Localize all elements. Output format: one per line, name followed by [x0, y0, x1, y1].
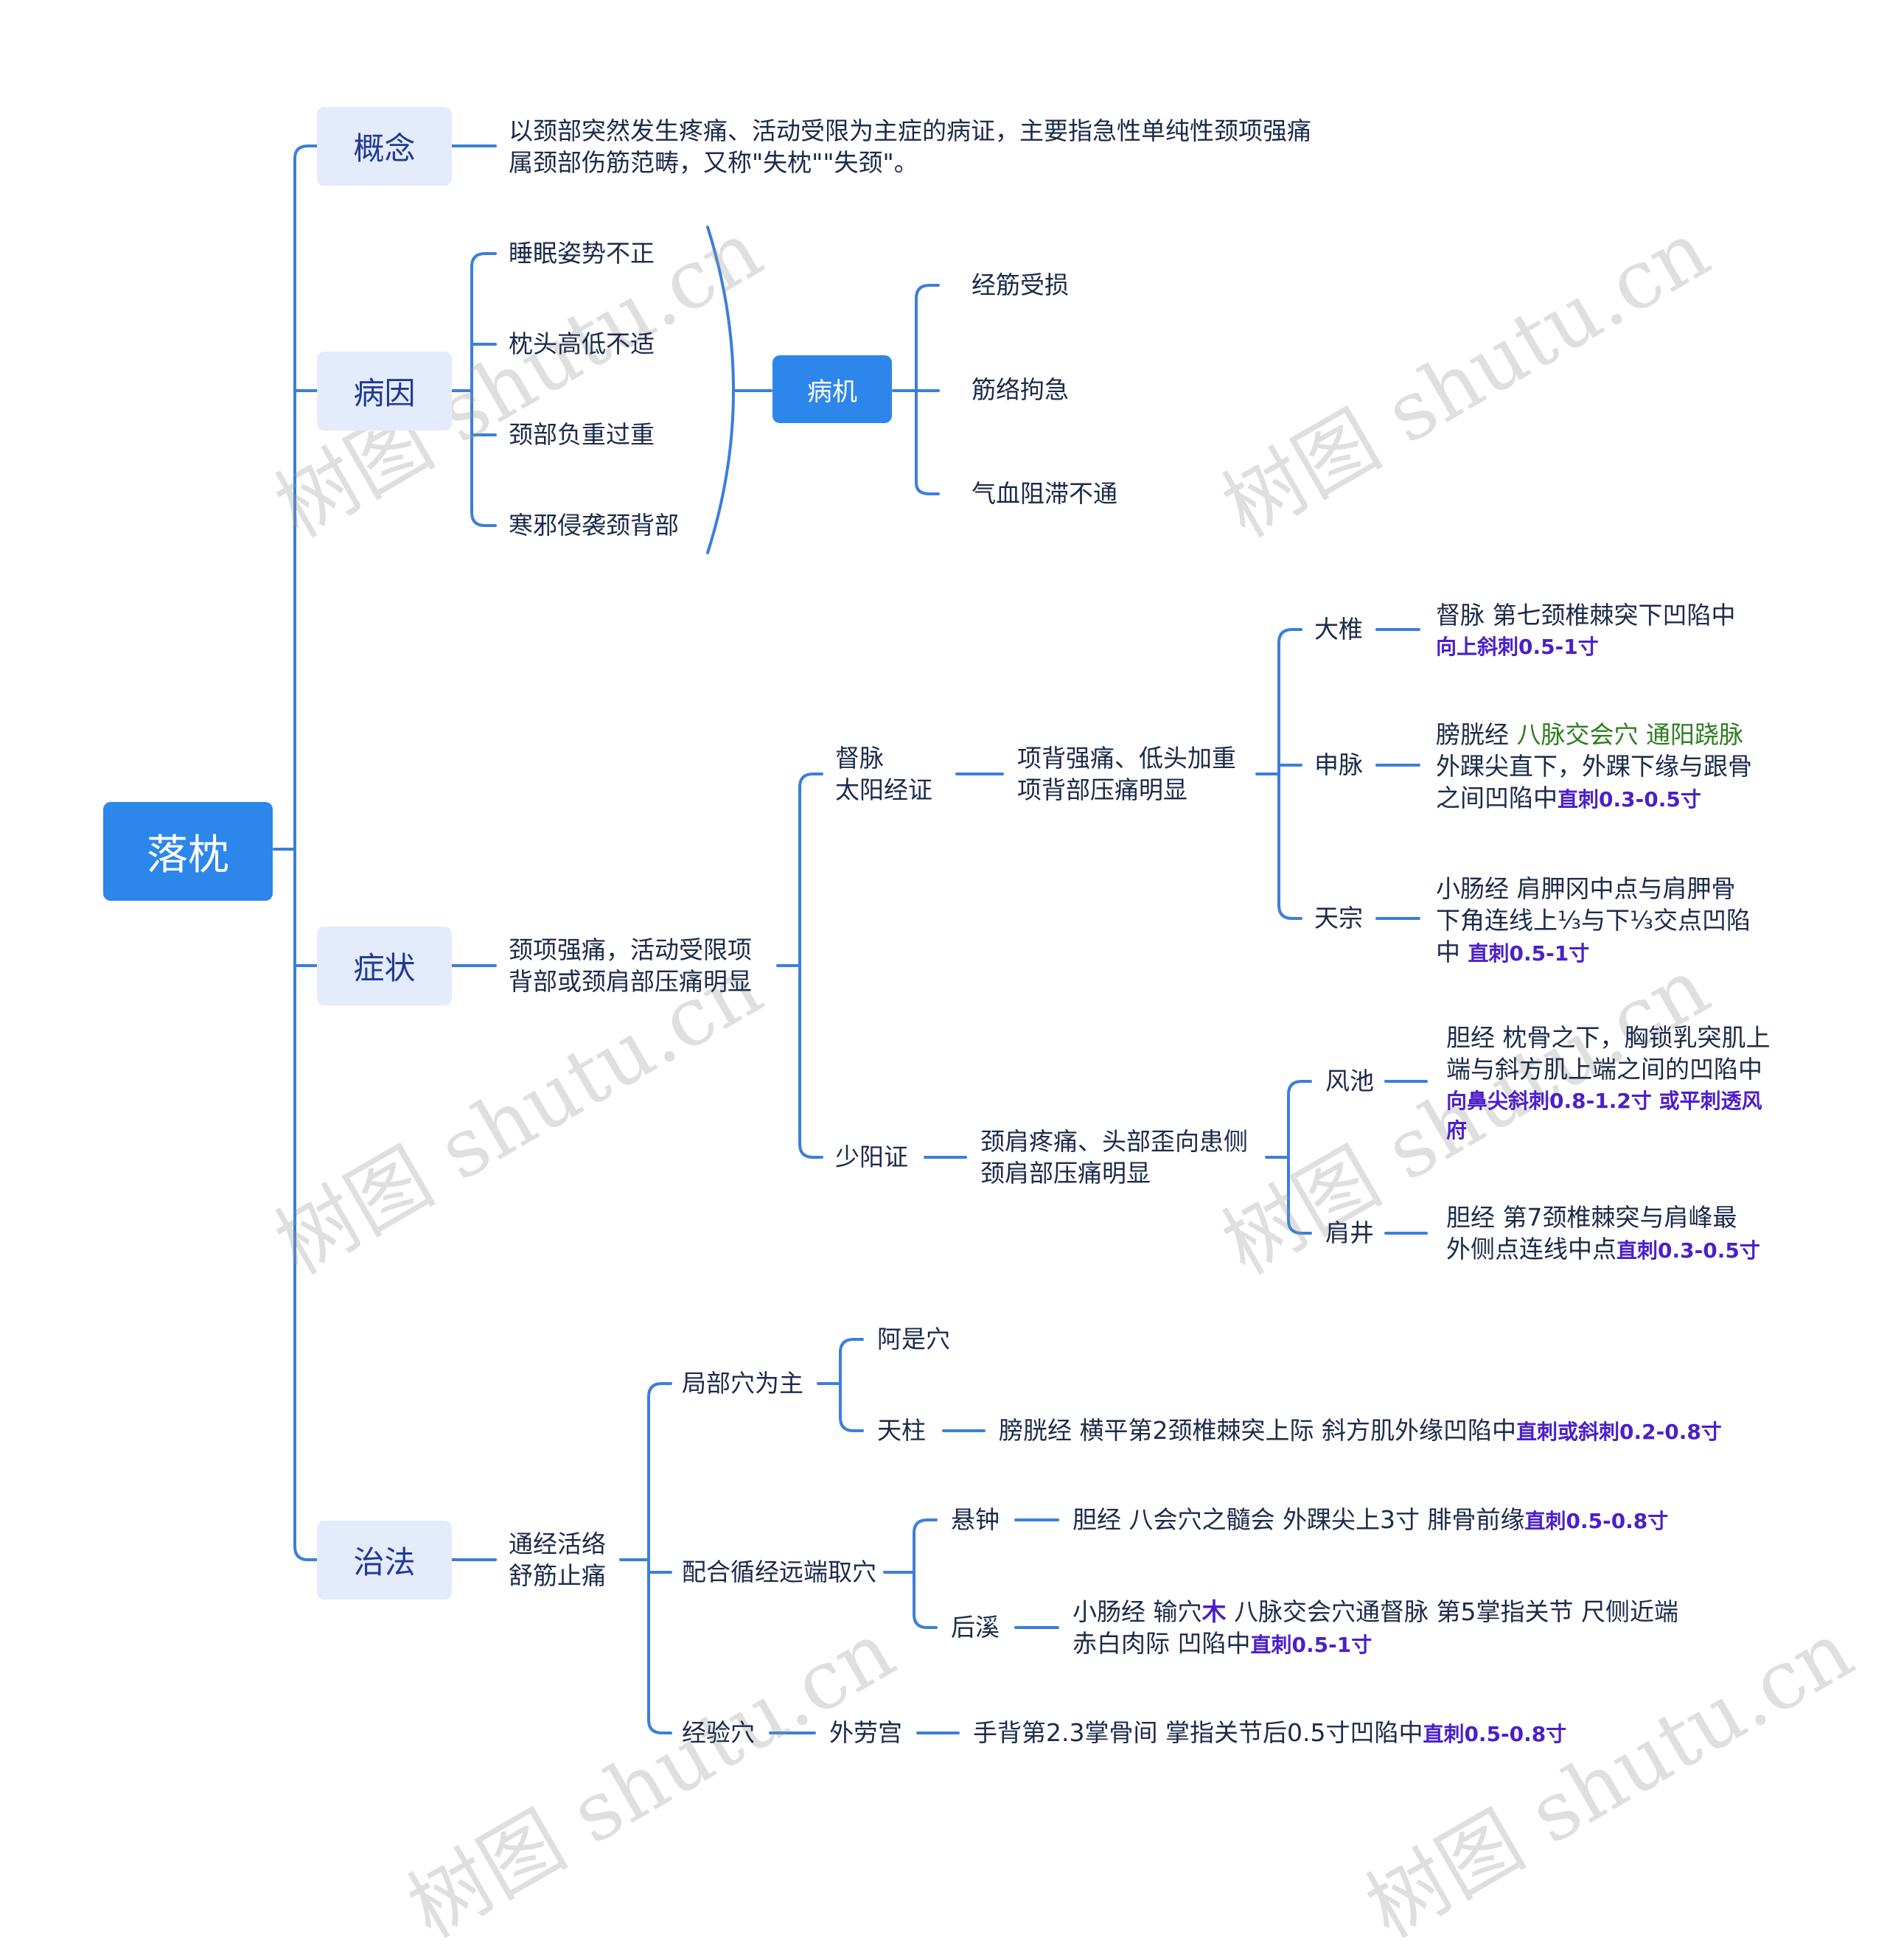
- houxi-line1: 小肠经 输穴木 八脉交会穴通督脉 第5掌指关节 尺侧近端: [1072, 1596, 1678, 1628]
- xuanzhong-desc: 胆经 八会穴之髓会 外踝尖上3寸 腓骨前缘直刺0.5-0.8寸: [1072, 1504, 1668, 1537]
- tianzong-line1: 小肠经 肩胛冈中点与肩胛骨: [1436, 874, 1736, 903]
- tianzong-line3: 中 直刺0.5-1寸: [1436, 936, 1589, 969]
- node-symptom[interactable]: 症状: [317, 927, 452, 1005]
- tianzhu-location: 膀胱经 横平第2颈椎棘突上际 斜方肌外缘凹陷中: [999, 1416, 1516, 1445]
- dazhui-method: 向上斜刺0.5-1寸: [1436, 635, 1599, 659]
- point-tianzhu[interactable]: 天柱: [877, 1416, 926, 1445]
- point-fengchi[interactable]: 风池: [1325, 1067, 1374, 1095]
- tianzhu-desc: 膀胱经 横平第2颈椎棘突上际 斜方肌外缘凹陷中直刺或斜刺0.2-0.8寸: [999, 1415, 1722, 1448]
- cause-item[interactable]: 颈部负重过重: [509, 420, 655, 449]
- tianzong-location: 中: [1436, 938, 1468, 966]
- cause-item[interactable]: 枕头高低不适: [509, 329, 655, 358]
- tianzong-method: 直刺0.5-1寸: [1468, 941, 1590, 966]
- shenmai-method: 直刺0.3-0.5寸: [1558, 787, 1701, 812]
- houxi-method: 直刺0.5-1寸: [1250, 1633, 1372, 1657]
- pathogenesis-item[interactable]: 筋络拘急: [972, 375, 1069, 404]
- houxi-line2: 赤白肉际 凹陷中直刺0.5-1寸: [1072, 1628, 1372, 1661]
- node-cause[interactable]: 病因: [317, 352, 452, 430]
- point-houxi[interactable]: 后溪: [951, 1613, 1000, 1642]
- tianzong-line2: 下角连线上⅓与下⅓交点凹陷: [1436, 906, 1751, 935]
- jianjing-method: 直刺0.3-0.5寸: [1616, 1238, 1760, 1263]
- jianjing-line2: 外侧点连线中点直刺0.3-0.5寸: [1446, 1233, 1760, 1266]
- jianjing-location: 外侧点连线中点: [1446, 1235, 1616, 1263]
- point-xuanzhong[interactable]: 悬钟: [951, 1505, 1000, 1534]
- shenmai-meridian: 膀胱经: [1436, 720, 1517, 749]
- point-ashi[interactable]: 阿是穴: [877, 1325, 950, 1353]
- xuanzhong-location: 胆经 八会穴之髓会 外踝尖上3寸 腓骨前缘: [1072, 1505, 1525, 1534]
- shenmai-line2: 外踝尖直下，外踝下缘与跟骨: [1436, 752, 1752, 781]
- shaoyang-desc-line1: 颈肩疼痛、头部歪向患侧: [980, 1127, 1248, 1156]
- dumai-desc-line2: 项背部压痛明显: [1017, 775, 1187, 804]
- dumai-label-line1[interactable]: 督脉: [835, 744, 884, 773]
- wailaogong-method: 直刺0.5-0.8寸: [1423, 1722, 1567, 1746]
- node-treatment[interactable]: 治法: [317, 1521, 452, 1600]
- pathogenesis-item[interactable]: 经筋受损: [972, 271, 1069, 299]
- fengchi-method-line2: 府: [1446, 1118, 1468, 1143]
- shaoyang-desc-line2: 颈肩部压痛明显: [980, 1159, 1151, 1187]
- distal-points-label[interactable]: 配合循经远端取穴: [682, 1558, 876, 1586]
- houxi-location: 八脉交会穴通督脉 第5掌指关节 尺侧近端: [1226, 1597, 1678, 1626]
- fengchi-line2: 端与斜方肌上端之间的凹陷中: [1446, 1055, 1762, 1084]
- point-tianzong[interactable]: 天宗: [1314, 904, 1363, 932]
- shenmai-line3: 之间凹陷中直刺0.3-0.5寸: [1436, 782, 1701, 815]
- shenmai-location: 之间凹陷中: [1436, 784, 1558, 812]
- node-pathogenesis[interactable]: 病机: [772, 355, 892, 423]
- houxi-element: 木: [1201, 1597, 1227, 1626]
- connector-lines: [273, 144, 1428, 1734]
- houxi-meridian: 小肠经 输穴: [1072, 1597, 1202, 1626]
- fengchi-line1: 胆经 枕骨之下，胸锁乳突肌上: [1446, 1023, 1771, 1052]
- cause-item[interactable]: 睡眠姿势不正: [509, 239, 655, 268]
- point-wailaogong[interactable]: 外劳宫: [829, 1718, 902, 1747]
- point-jianjing[interactable]: 肩井: [1325, 1218, 1374, 1247]
- houxi-location-2: 赤白肉际 凹陷中: [1072, 1629, 1251, 1658]
- fengchi-method-line1: 向鼻尖斜刺0.8-1.2寸 或平刺透风: [1446, 1089, 1762, 1113]
- node-concept[interactable]: 概念: [317, 107, 452, 186]
- jianjing-line1: 胆经 第7颈椎棘突与肩峰最: [1446, 1203, 1737, 1232]
- point-dazhui[interactable]: 大椎: [1314, 615, 1363, 644]
- wailaogong-location: 手背第2.3掌骨间 掌指关节后0.5寸凹陷中: [973, 1718, 1423, 1747]
- empirical-points-label[interactable]: 经验穴: [682, 1718, 755, 1747]
- point-shenmai[interactable]: 申脉: [1314, 750, 1363, 779]
- xuanzhong-method: 直刺0.5-0.8寸: [1524, 1509, 1669, 1533]
- shenmai-line1: 膀胱经 八脉交会穴 通阳跷脉: [1436, 719, 1743, 750]
- dumai-label-line2[interactable]: 太阳经证: [835, 775, 932, 804]
- symptom-main-line1[interactable]: 颈项强痛，活动受限项: [509, 935, 752, 964]
- pathogenesis-item[interactable]: 气血阻滞不通: [972, 479, 1117, 508]
- shenmai-note: 八脉交会穴 通阳跷脉: [1516, 720, 1744, 749]
- root-node[interactable]: 落枕: [103, 802, 273, 901]
- treatment-principle-line2[interactable]: 舒筋止痛: [509, 1561, 606, 1590]
- shaoyang-label[interactable]: 少阳证: [835, 1143, 908, 1171]
- dumai-desc-line1: 项背强痛、低头加重: [1017, 744, 1236, 773]
- local-points-label[interactable]: 局部穴为主: [682, 1369, 803, 1398]
- concept-text-line1: 以颈部突然发生疼痛、活动受限为主症的病证，主要指急性单纯性颈项强痛: [509, 116, 1311, 145]
- treatment-principle-line1[interactable]: 通经活络: [509, 1530, 606, 1558]
- dazhui-location: 督脉 第七颈椎棘突下凹陷中: [1436, 601, 1736, 629]
- concept-text-line2: 属颈部伤筋范畴，又称"失枕""失颈"。: [509, 148, 918, 177]
- wailaogong-desc: 手背第2.3掌骨间 掌指关节后0.5寸凹陷中直刺0.5-0.8寸: [973, 1717, 1566, 1750]
- cause-item[interactable]: 寒邪侵袭颈背部: [509, 511, 679, 540]
- symptom-main-line2[interactable]: 背部或颈肩部压痛明显: [509, 967, 752, 996]
- tianzhu-method: 直刺或斜刺0.2-0.8寸: [1515, 1420, 1722, 1444]
